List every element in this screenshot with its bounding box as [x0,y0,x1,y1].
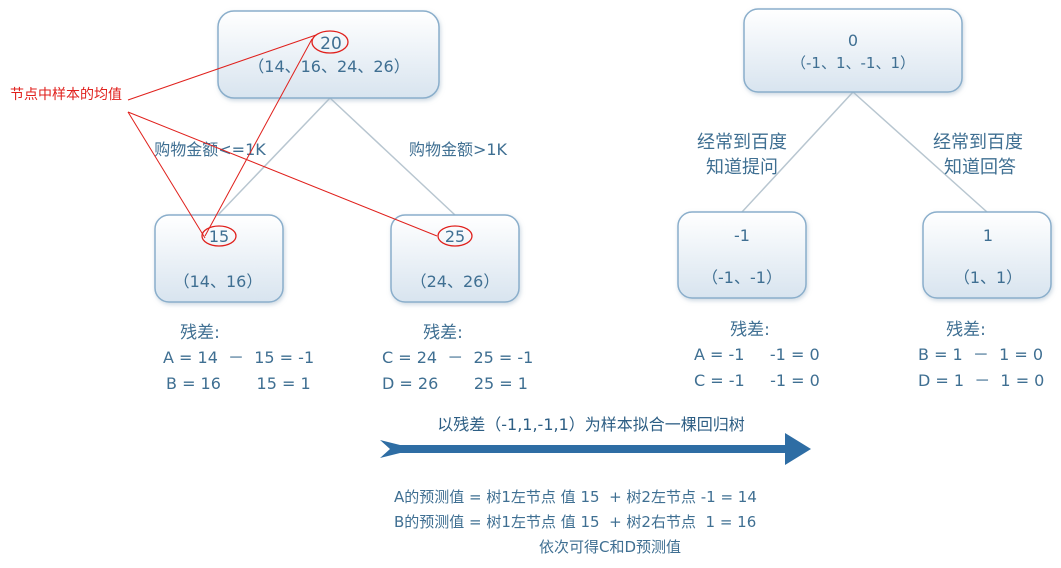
tree1-right-residual-d: D = 26 25 = 1 [382,374,528,393]
tree2-left-edge-label-line2: 知道提问 [706,157,778,178]
annotation-line-root-to-left [204,38,313,237]
tree2-left-edge [741,91,854,213]
tree2-root-value: 0 [848,31,858,50]
tree1-right-samples: （24、26） [411,272,500,291]
tree1-root-node: 20 （14、16、24、26） [217,10,440,99]
fit-arrow: 以残差（-1,1,-1,1）为样本拟合一棵回归树 [380,415,811,465]
tree2: 0 （-1、1、-1、1） 经常到百度 知道提问 经常到百度 知道回答 -1 （… [677,8,1052,390]
tree1-left-residual-a: A = 14 － 15 = -1 [163,348,314,367]
tree2-left-value: -1 [734,226,750,245]
tree2-root-node: 0 （-1、1、-1、1） [743,8,963,93]
tree2-right-residual-title: 残差: [946,320,986,340]
tree2-right-residual-b: B = 1 － 1 = 0 [918,345,1043,364]
tree1: 20 （14、16、24、26） 购物金额<=1K 购物金额>1K 15 （14… [154,10,533,393]
mean-annotation-label: 节点中样本的均值 [10,87,122,103]
tree2-right-node: 1 （1、1） [922,211,1052,299]
tree2-left-residual-c: C = -1 -1 = 0 [694,371,820,390]
tree1-right-residual-c: C = 24 － 25 = -1 [382,348,533,367]
tree1-left-samples: （14、16） [174,272,263,291]
tree1-left-edge [217,97,331,216]
prediction-b: B的预测值 = 树1左节点 值 15 + 树2右节点 1 = 16 [394,513,756,531]
tree2-left-node: -1 （-1、-1） [677,211,807,299]
annotation-circle-left [201,225,237,247]
annotation-circle-root [311,30,349,54]
annotation-circle-right [437,225,473,247]
tree2-left-residual-a: A = -1 -1 = 0 [694,345,820,364]
annotation-line-to-left-child [127,111,206,239]
tree1-left-value: 15 [209,227,229,246]
tree1-left-residual-title: 残差: [180,323,220,343]
tree1-right-node: 25 （24、26） [390,214,520,303]
mean-annotation: 节点中样本的均值 [10,30,473,247]
tree2-left-edge-label-line1: 经常到百度 [697,132,787,153]
tree1-left-node: 15 （14、16） [154,214,284,303]
prediction-a: A的预测值 = 树1左节点 值 15 + 树2左节点 -1 = 14 [394,488,757,506]
tree1-right-residual-title: 残差: [423,323,463,343]
tree2-right-edge [852,91,988,213]
tree2-right-residual-d: D = 1 － 1 = 0 [918,371,1044,390]
annotation-line-to-root-1 [127,34,317,101]
tree2-left-residual-title: 残差: [730,320,770,340]
tree1-root-value: 20 [320,34,342,54]
tree1-left-residual-b: B = 16 15 = 1 [166,374,311,393]
tree1-left-edge-label: 购物金额<=1K [154,140,266,159]
prediction-c-d-note: 依次可得C和D预测值 [539,538,681,556]
tree1-right-edge [329,97,456,216]
fit-arrow-label: 以残差（-1,1,-1,1）为样本拟合一棵回归树 [437,415,745,434]
tree2-right-edge-label-line2: 知道回答 [944,157,1016,178]
tree2-right-edge-label-line1: 经常到百度 [933,132,1023,153]
annotation-line-to-right-child [127,111,438,237]
tree1-root-samples: （14、16、24、26） [248,57,409,76]
tree1-right-value: 25 [445,227,465,246]
tree2-root-samples: （-1、1、-1、1） [791,54,915,72]
tree2-right-samples: （1、1） [954,268,1022,287]
predictions: A的预测值 = 树1左节点 值 15 + 树2左节点 -1 = 14 B的预测值… [394,488,757,556]
tree2-right-value: 1 [983,226,993,245]
fit-arrow-shape [380,433,811,465]
tree1-right-edge-label: 购物金额>1K [409,140,508,159]
tree2-left-samples: （-1、-1） [702,268,782,287]
